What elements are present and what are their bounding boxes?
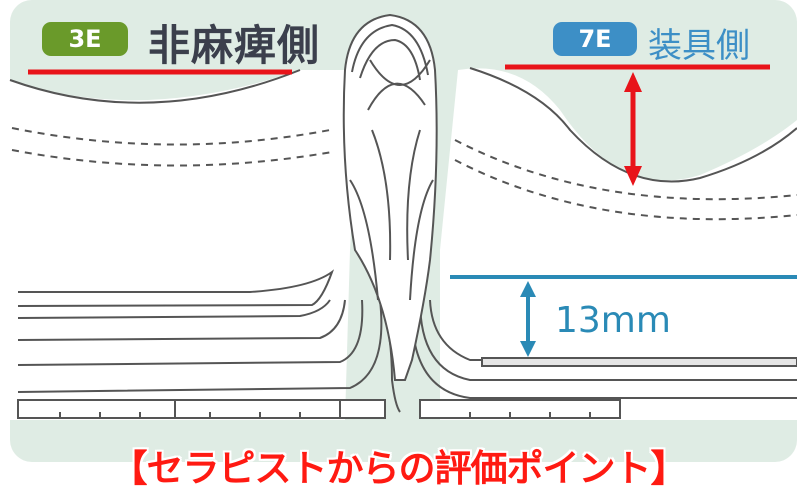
red-annotations (28, 64, 770, 172)
height-arrow-head-up (624, 72, 642, 92)
measurement-label: 13mm (555, 300, 671, 341)
width-badge-right: 7E (553, 22, 637, 56)
caption-title: 【セラピストからの評価ポイント】 (110, 447, 688, 490)
measure-arrow-head-down (520, 341, 536, 357)
non-paralyzed-side-label: 非麻痺側 (148, 21, 321, 70)
orthosis-side-label: 装具側 (648, 26, 750, 66)
blue-measure (450, 275, 797, 346)
width-badge-left: 3E (42, 22, 128, 56)
laces-and-tongue (342, 13, 438, 381)
height-arrow-head-down (624, 166, 642, 186)
measure-arrow-head-up (520, 281, 536, 297)
left-shoe (9, 69, 401, 420)
